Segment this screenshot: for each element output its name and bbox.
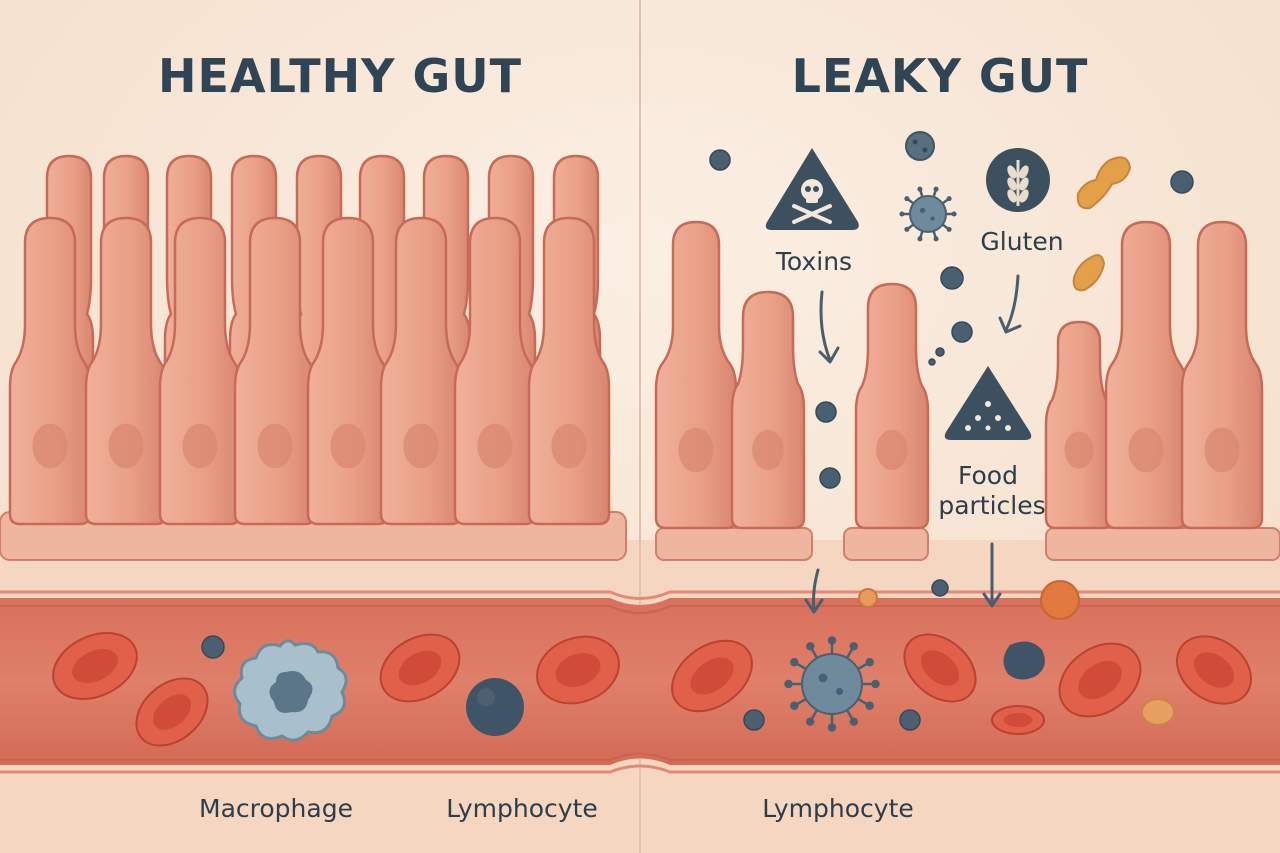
toxins-label: Toxins: [775, 247, 852, 276]
leaky-gut-title: LEAKY GUT: [792, 49, 1089, 103]
dark-particle: [941, 267, 963, 289]
dark-particle: [710, 150, 730, 170]
food-particles-label-line1: Food: [958, 461, 1018, 490]
dark-particle: [936, 348, 944, 356]
lymphocyte-healthy-icon: [466, 678, 524, 736]
dark-particle: [932, 580, 948, 596]
gluten-label: Gluten: [980, 227, 1063, 256]
small-microbe-icon: [906, 132, 934, 160]
dark-particle: [900, 710, 920, 730]
lymphocyte-leaky-label: Lymphocyte: [762, 794, 914, 823]
food-particles-label-line2: particles: [938, 491, 1045, 520]
macrophage-label: Macrophage: [199, 794, 353, 823]
healthy-gut-title: HEALTHY GUT: [158, 49, 522, 103]
dark-particle: [929, 359, 935, 365]
lymphocyte-healthy-label: Lymphocyte: [446, 794, 598, 823]
wheat-icon: [986, 148, 1050, 212]
dark-particle: [816, 402, 836, 422]
leaky-cell-2: [732, 292, 804, 528]
dark-particle: [952, 322, 972, 342]
dark-particle: [744, 710, 764, 730]
dark-particle: [202, 636, 224, 658]
red-blood-cell: [992, 706, 1044, 734]
dark-particle: [820, 468, 840, 488]
dark-particle: [1171, 171, 1193, 193]
leaky-cell-3: [856, 284, 928, 528]
